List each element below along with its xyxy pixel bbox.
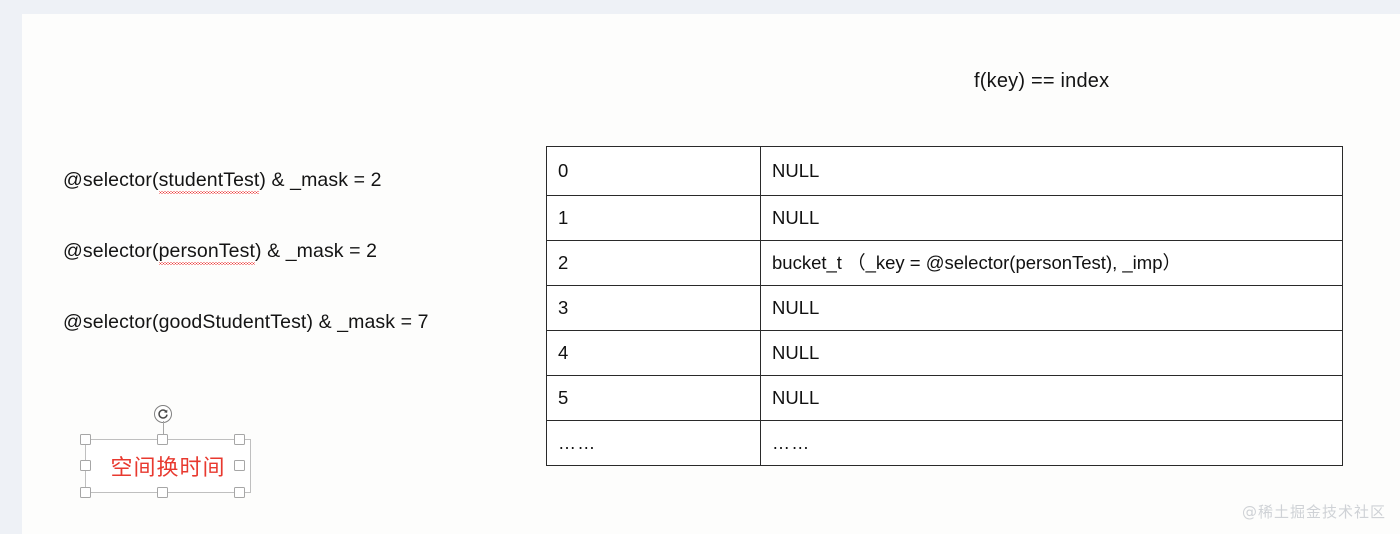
bucket-value: …… [760, 420, 1343, 466]
table-row: 5 NULL [546, 375, 1343, 421]
selected-textbox[interactable]: 空间换时间 [63, 397, 263, 507]
resize-handle-middle-right[interactable] [234, 460, 245, 471]
hash-bucket-table: 0 NULL 1 NULL 2 bucket_t （_key = @select… [546, 146, 1343, 466]
bucket-value: NULL [760, 375, 1343, 421]
selector-name: goodStudentTest [158, 311, 307, 333]
selector-prefix: @selector( [63, 311, 159, 333]
table-row: 0 NULL [546, 146, 1343, 196]
selector-prefix: @selector( [63, 240, 159, 262]
bucket-index: 5 [546, 375, 761, 421]
resize-handle-bottom-left[interactable] [80, 487, 91, 498]
textbox-text: 空间换时间 [110, 456, 226, 481]
resize-handle-top-right[interactable] [234, 434, 245, 445]
selector-name-misspelled: studentTest [158, 169, 260, 194]
bucket-index: …… [546, 420, 761, 466]
rotate-stem [162, 421, 164, 440]
slide-canvas: f(key) == index @selector(studentTest) &… [22, 14, 1400, 534]
resize-handle-middle-left[interactable] [80, 460, 91, 471]
table-row: 2 bucket_t （_key = @selector(personTest)… [546, 240, 1343, 286]
bucket-value: NULL [760, 146, 1343, 196]
resize-handle-top-left[interactable] [80, 434, 91, 445]
selector-suffix: ) & _mask = 7 [306, 311, 429, 333]
textbox-frame[interactable]: 空间换时间 [85, 439, 251, 493]
bucket-index: 1 [546, 195, 761, 241]
selector-line-1: @selector(personTest) & _mask = 2 [63, 240, 378, 265]
selector-line-2: @selector(goodStudentTest) & _mask = 7 [63, 311, 429, 334]
selector-suffix: ) & _mask = 2 [254, 240, 378, 262]
selector-line-0: @selector(studentTest) & _mask = 2 [63, 169, 382, 194]
formula-label: f(key) == index [974, 70, 1110, 92]
selector-prefix: @selector( [63, 169, 159, 191]
watermark: @稀土掘金技术社区 [1241, 503, 1386, 521]
bucket-index: 3 [546, 285, 761, 331]
table-row: 3 NULL [546, 285, 1343, 331]
selector-name-misspelled: personTest [158, 240, 256, 265]
bucket-index: 2 [546, 240, 761, 286]
resize-handle-top-middle[interactable] [157, 434, 168, 445]
resize-handle-bottom-middle[interactable] [157, 487, 168, 498]
table-row: 1 NULL [546, 195, 1343, 241]
bucket-index: 4 [546, 330, 761, 376]
bucket-index: 0 [546, 146, 761, 196]
bucket-value: NULL [760, 285, 1343, 331]
bucket-value: bucket_t （_key = @selector(personTest), … [760, 240, 1343, 286]
resize-handle-bottom-right[interactable] [234, 487, 245, 498]
table-row: …… …… [546, 420, 1343, 466]
selector-suffix: ) & _mask = 2 [259, 169, 382, 191]
bucket-value: NULL [760, 330, 1343, 376]
table-row: 4 NULL [546, 330, 1343, 376]
bucket-value: NULL [760, 195, 1343, 241]
